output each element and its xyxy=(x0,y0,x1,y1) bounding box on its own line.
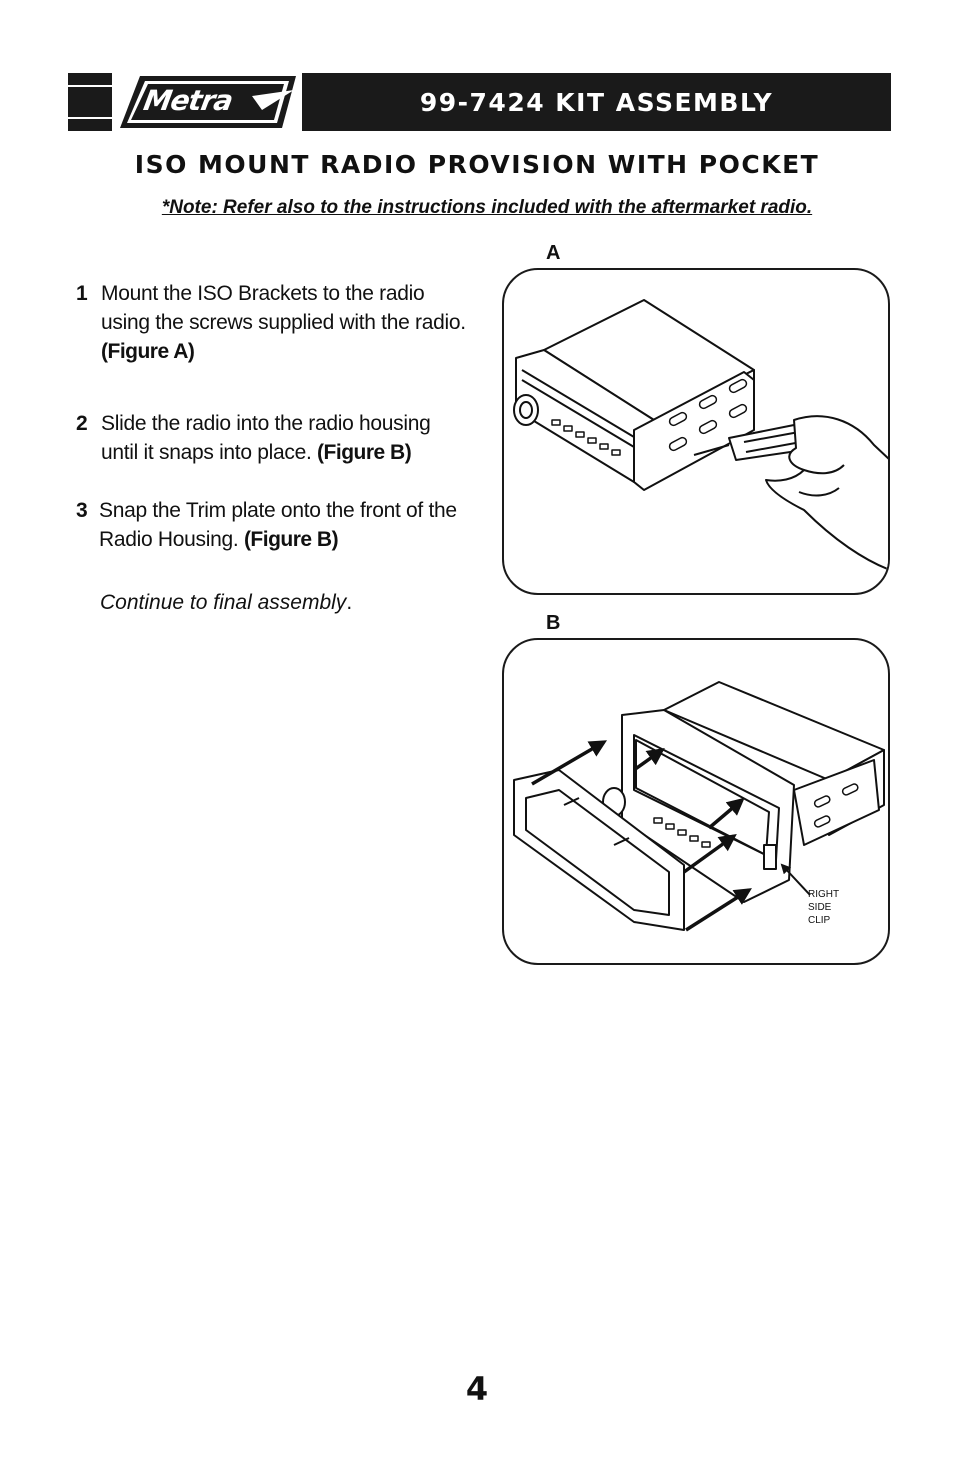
continue-text: Continue to final assembly xyxy=(100,591,347,614)
header-black-block xyxy=(68,73,112,131)
figure-reference: (Figure B) xyxy=(243,528,339,551)
page-number: 4 xyxy=(465,1370,489,1408)
callout-line: CLIP xyxy=(808,915,831,926)
step-3: 3 Snap the Trim plate onto the front of … xyxy=(76,496,468,554)
continue-note: Continue to final assembly. xyxy=(100,591,352,615)
step-number: 2 xyxy=(76,412,88,435)
step-text: Snap the Trim plate onto the front of th… xyxy=(99,499,457,551)
step-text: Slide the radio into the radio housing u… xyxy=(101,412,431,464)
callout-line: RIGHT xyxy=(808,889,840,900)
figure-b-label: B xyxy=(546,612,561,634)
kit-title: 99-7424 KIT ASSEMBLY xyxy=(419,87,774,117)
continue-punct: . xyxy=(346,591,353,614)
step-1: 1 Mount the ISO Brackets to the radio us… xyxy=(76,279,466,366)
figure-a xyxy=(502,268,890,595)
figure-b-illustration xyxy=(513,681,885,932)
step-number: 1 xyxy=(76,282,88,305)
kit-title-bar: 99-7424 KIT ASSEMBLY xyxy=(302,73,891,131)
figure-b: RIGHT SIDE CLIP xyxy=(502,638,890,965)
section-title: ISO MOUNT RADIO PROVISION WITH POCKET xyxy=(134,150,820,179)
step-2: 2 Slide the radio into the radio housing… xyxy=(76,409,466,467)
callout-line: SIDE xyxy=(808,902,832,913)
figure-a-label: A xyxy=(546,242,561,264)
figure-a-illustration xyxy=(513,299,888,571)
figure-reference: (Figure A) xyxy=(101,340,195,363)
step-number: 3 xyxy=(76,499,88,522)
right-side-clip-callout: RIGHT SIDE CLIP xyxy=(808,888,839,927)
metra-logo: Metra xyxy=(112,70,302,134)
figure-reference: (Figure B) xyxy=(317,441,412,464)
note-text: *Note: Refer also to the instructions in… xyxy=(161,197,813,218)
logo-text: Metra xyxy=(141,84,235,117)
step-text: Mount the ISO Brackets to the radio usin… xyxy=(101,282,466,334)
